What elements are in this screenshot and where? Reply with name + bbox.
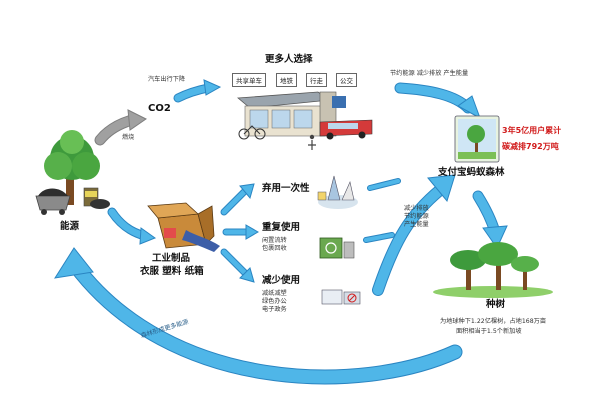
option-bus: 公交 bbox=[336, 73, 357, 87]
reuse-detail: 包裹回收 bbox=[262, 244, 287, 252]
arrow-reuse-to-forest bbox=[363, 232, 395, 243]
reduce-label: 减少使用 bbox=[262, 275, 301, 286]
benefit-item: 减少排放 bbox=[404, 205, 429, 212]
plant-trees-detail-2: 面积相当于1.5个新加坡 bbox=[456, 328, 522, 335]
arrow-choices-to-forest bbox=[394, 82, 481, 120]
energy-label: 能源 bbox=[60, 221, 80, 232]
arrow-to-reduce bbox=[220, 248, 255, 283]
arrow-to-reuse bbox=[222, 224, 259, 240]
user-stat-line1: 3年5亿用户累计 bbox=[502, 126, 562, 135]
burn-label: 燃烧 bbox=[122, 134, 135, 141]
benefits-top-label: 节约能源 减少排放 产生能量 bbox=[390, 70, 469, 77]
user-stat-line2: 碳减排792万吨 bbox=[502, 142, 559, 151]
ant-forest-phone-illustration bbox=[454, 115, 500, 163]
arrow-co2-to-choices bbox=[173, 79, 222, 103]
arrow-to-disposable bbox=[220, 183, 255, 216]
reduce-detail: 电子政务 bbox=[262, 305, 287, 313]
industrial-title: 工业制品 bbox=[152, 253, 191, 264]
reduce-illustration bbox=[321, 289, 361, 305]
benefit-item: 产生能量 bbox=[404, 220, 429, 228]
arrow-forest-to-trees bbox=[472, 190, 508, 250]
benefits-mid: 减少排放 节约能源 产生能量 bbox=[404, 205, 429, 228]
reuse-details: 闲置流转 包裹回收 bbox=[262, 237, 287, 253]
reuse-label: 重复使用 bbox=[262, 222, 301, 233]
benefit-item: 节约能源 bbox=[404, 212, 429, 220]
plant-trees-detail-1: 为地球种下1.22亿棵树，占地168万亩 bbox=[440, 318, 547, 325]
bus-station-illustration bbox=[236, 91, 373, 150]
industrial-subtitle: 衣服 塑料 纸箱 bbox=[140, 266, 204, 277]
arrow-energy-to-products bbox=[107, 207, 157, 245]
reduce-detail: 绿色办公 bbox=[262, 297, 287, 305]
reuse-detail: 闲置流转 bbox=[262, 237, 287, 244]
more-choices-label: 更多人选择 bbox=[265, 54, 313, 65]
arrow-products-to-forest bbox=[372, 174, 456, 296]
reduce-detail: 减纸减塑 bbox=[262, 290, 287, 297]
reuse-illustration bbox=[319, 237, 355, 259]
option-subway: 地铁 bbox=[276, 73, 297, 87]
disposable-illustration bbox=[317, 175, 358, 209]
plant-trees-label: 种树 bbox=[486, 299, 506, 310]
arrow-disposable-to-forest bbox=[367, 178, 401, 191]
co2-label: CO2 bbox=[148, 103, 171, 114]
energy-illustration bbox=[35, 130, 110, 215]
disposable-label: 弃用一次性 bbox=[262, 183, 310, 194]
trees-illustration bbox=[433, 242, 553, 298]
option-walk: 行走 bbox=[306, 73, 327, 87]
option-bike: 共享单车 bbox=[232, 73, 266, 87]
reduce-details: 减纸减塑 绿色办公 电子政务 bbox=[262, 290, 287, 313]
ant-forest-label: 支付宝蚂蚁森林 bbox=[438, 167, 505, 178]
products-box-illustration bbox=[147, 202, 220, 252]
return-arrow-forest-to-energy bbox=[53, 247, 463, 385]
arrow-energy-to-co2 bbox=[94, 109, 147, 146]
car-less-label: 汽车出行下降 bbox=[148, 76, 186, 83]
